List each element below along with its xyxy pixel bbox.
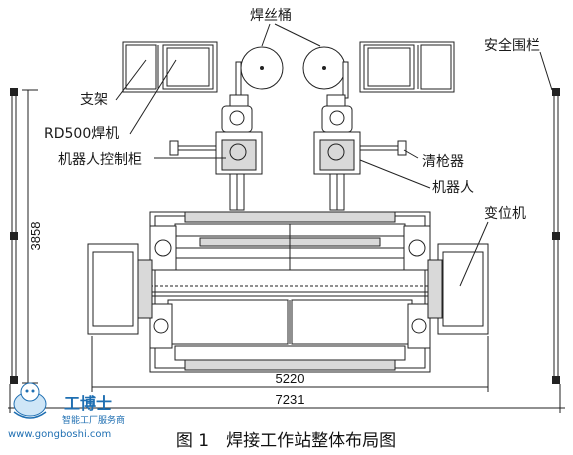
label-safety-fence: 安全围栏	[484, 37, 540, 54]
inner-width-dimension: 5220	[91, 336, 489, 392]
label-torch-cleaner: 清枪器	[422, 153, 464, 170]
label-bracket: 支架	[80, 92, 108, 108]
control-cabinet-right	[359, 41, 455, 93]
wire-barrel-right	[302, 46, 349, 99]
robot-right	[313, 94, 407, 211]
overall-width-dimension: 7231	[8, 384, 565, 413]
watermark-url: www.gongboshi.com	[8, 429, 111, 440]
wire-barrel-left	[235, 46, 284, 99]
mascot-icon	[13, 382, 47, 419]
overall-width-dimension-text: 7231	[276, 392, 305, 407]
leader-lines	[115, 23, 553, 287]
watermark-name: 工博士	[64, 394, 112, 413]
label-robot: 机器人	[432, 180, 474, 196]
positioner-left	[87, 243, 153, 335]
figure-caption: 图 1 焊接工作站整体布局图	[176, 431, 396, 451]
inner-width-dimension-text: 5220	[276, 371, 305, 386]
positioner-right	[427, 243, 489, 335]
robot-left	[169, 94, 263, 211]
safety-fence-right	[552, 88, 560, 384]
watermark-subtitle: 智能工厂服务商	[62, 414, 125, 426]
label-positioner: 变位机	[484, 206, 526, 222]
watermark-logo: 工博士 智能工厂服务商 www.gongboshi.com	[8, 382, 125, 440]
label-wire-barrel: 焊丝桶	[250, 8, 292, 24]
height-dimension-text: 3858	[28, 222, 43, 251]
label-control-cabinet-line1: RD500焊机	[44, 126, 119, 142]
safety-fence-left	[10, 88, 18, 384]
welding-station-frame	[92, 211, 488, 373]
height-dimension: 3858	[22, 89, 43, 384]
control-cabinet-left	[122, 41, 218, 93]
label-control-cabinet-line2: 机器人控制柜	[58, 152, 142, 168]
